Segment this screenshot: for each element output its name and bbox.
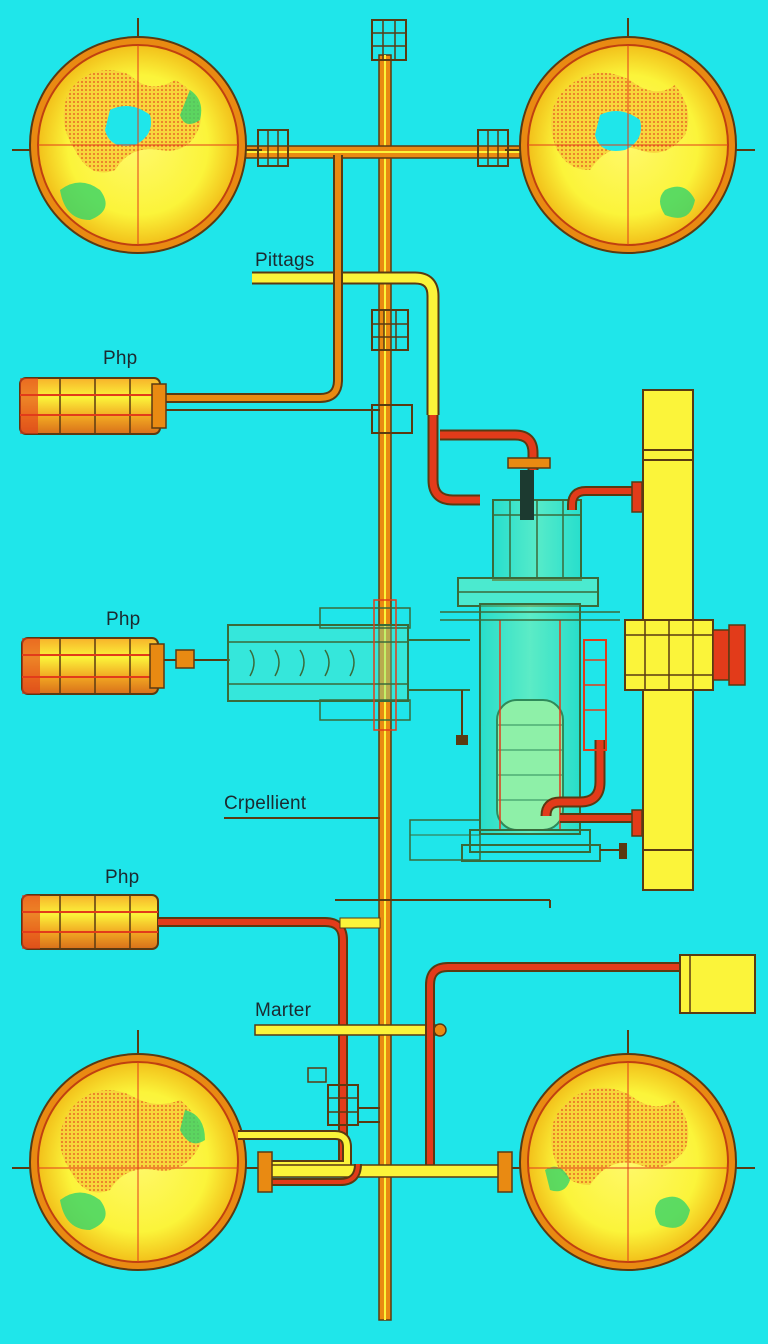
globe-top-left — [12, 18, 262, 254]
top-valve-icon — [371, 19, 407, 61]
marter-pipe — [254, 1023, 447, 1037]
globe-bottom-left — [12, 1030, 262, 1271]
label-pump-mid: Php — [106, 609, 141, 630]
label-pittags: Pittags — [255, 250, 315, 271]
reactor-inlet-pipe — [371, 404, 551, 470]
bottom-header-pipe — [238, 1130, 513, 1193]
globe-bottom-right — [505, 1030, 755, 1271]
reactor-vessel-icon — [409, 470, 627, 862]
right-feed-pipe — [425, 954, 756, 1175]
bottom-valve-icon — [307, 1067, 380, 1126]
globe-top-right — [505, 18, 755, 254]
pittags-pipe — [252, 271, 480, 506]
vertical-tank-icon — [624, 389, 746, 891]
pump-mid-icon — [21, 637, 230, 695]
top-header-pipe — [244, 129, 521, 167]
pump-top-icon — [19, 377, 167, 435]
label-marter: Marter — [255, 1000, 312, 1021]
label-crpellient: Crpellient — [224, 793, 307, 814]
branch-pipe-left-vertical — [160, 155, 380, 411]
mid-valve-icon — [371, 309, 409, 351]
pump-bottom-icon — [21, 894, 159, 950]
pump-bottom-pipe — [158, 899, 551, 1160]
heat-exchanger — [227, 599, 470, 745]
main-trunk-pipe — [378, 54, 392, 1321]
label-pump-bottom: Php — [105, 867, 140, 888]
label-pump-top: Php — [103, 348, 138, 369]
